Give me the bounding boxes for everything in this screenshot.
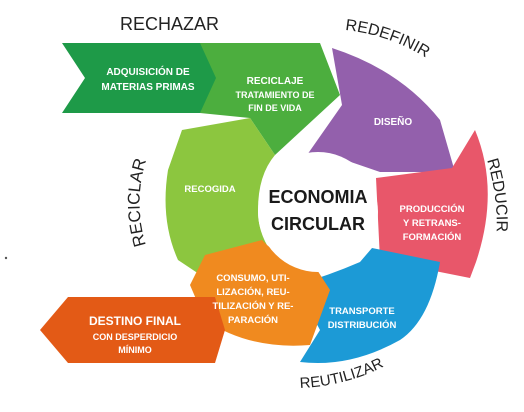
svg-text:TRANSPORTE: TRANSPORTE: [329, 306, 394, 317]
label-diseno: DISEÑO: [374, 115, 413, 128]
label-reciclaje: RECICLAJE TRATAMIENTO DE FIN DE VIDA: [236, 76, 315, 113]
svg-text:MÍNIMO: MÍNIMO: [118, 345, 152, 355]
svg-text:ADQUISICIÓN DE: ADQUISICIÓN DE: [106, 65, 190, 78]
label-transporte: TRANSPORTE DISTRIBUCIÓN: [328, 306, 397, 331]
svg-text:LIZACIÓN, REU-: LIZACIÓN, REU-: [216, 286, 289, 298]
label-destino: DESTINO FINAL CON DESPERDICIO MÍNIMO: [89, 314, 181, 355]
outer-label-rechazar: RECHAZAR: [120, 14, 219, 34]
svg-text:DESTINO FINAL: DESTINO FINAL: [89, 314, 181, 328]
segment-reciclaje: [200, 43, 340, 155]
svg-text:PARACIÓN: PARACIÓN: [228, 314, 278, 326]
svg-text:TILIZACIÓN Y RE-: TILIZACIÓN Y RE-: [213, 300, 294, 312]
svg-text:RECOGIDA: RECOGIDA: [184, 184, 235, 195]
svg-text:PRODUCCIÓN: PRODUCCIÓN: [400, 203, 465, 215]
stray-dot: [4, 256, 8, 260]
svg-text:TRATAMIENTO DE: TRATAMIENTO DE: [236, 90, 315, 100]
label-adquisicion: ADQUISICIÓN DE MATERIAS PRIMAS: [101, 65, 194, 93]
svg-text:MATERIAS PRIMAS: MATERIAS PRIMAS: [101, 82, 194, 93]
svg-text:RECICLAJE: RECICLAJE: [247, 76, 304, 87]
svg-text:Y RETRANS-: Y RETRANS-: [403, 218, 461, 229]
outer-label-reciclar: RECICLAR: [124, 156, 150, 249]
center-title-line1: ECONOMIA: [269, 187, 368, 207]
center-title-line2: CIRCULAR: [271, 214, 365, 234]
label-recogida: RECOGIDA: [184, 184, 235, 195]
center-circle: [258, 152, 378, 272]
label-consumo: CONSUMO, UTI- LIZACIÓN, REU- TILIZACIÓN …: [213, 273, 294, 326]
outer-label-redefinir: REDEFINIR: [344, 17, 432, 61]
segment-transporte: [296, 248, 440, 364]
svg-text:FIN DE VIDA: FIN DE VIDA: [248, 103, 302, 113]
svg-text:FORMACIÓN: FORMACIÓN: [403, 231, 462, 243]
segment-adquisicion: [62, 43, 236, 113]
segment-destino: [40, 297, 225, 363]
svg-text:DISTRIBUCIÓN: DISTRIBUCIÓN: [328, 319, 397, 331]
svg-text:CONSUMO, UTI-: CONSUMO, UTI-: [216, 273, 289, 284]
segment-produccion: [376, 130, 488, 278]
svg-text:DISEÑO: DISEÑO: [374, 115, 413, 128]
label-produccion: PRODUCCIÓN Y RETRANS- FORMACIÓN: [400, 203, 465, 243]
segment-recogida: [165, 118, 275, 278]
svg-text:CON DESPERDICIO: CON DESPERDICIO: [93, 332, 178, 342]
segment-diseno: [300, 48, 455, 172]
